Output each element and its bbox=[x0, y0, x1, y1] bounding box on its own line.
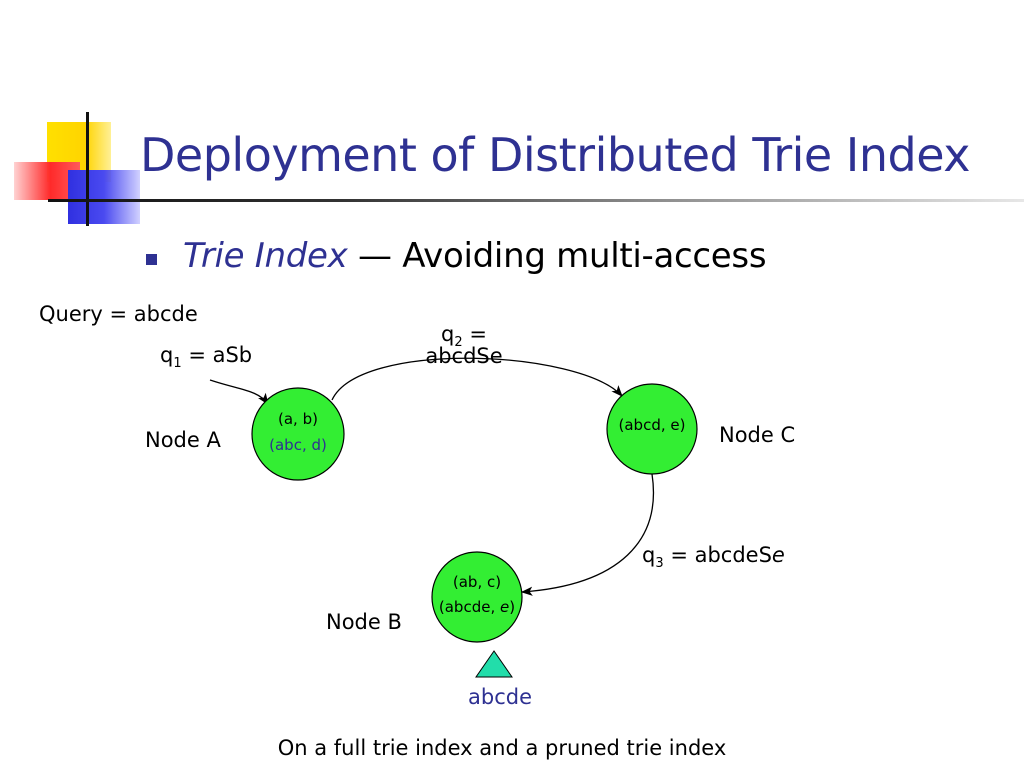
q2-sub: 2 bbox=[454, 335, 463, 351]
node-a-line2: (abc, d) bbox=[269, 436, 327, 454]
q1-rest: = aSb bbox=[188, 343, 253, 367]
q2-line2: abcdSe bbox=[425, 344, 503, 369]
q3-sub: 3 bbox=[655, 556, 664, 572]
q1-arrow bbox=[209, 379, 269, 405]
q1-base: q bbox=[160, 343, 174, 367]
node-b-line2-suffix: ) bbox=[509, 598, 516, 616]
q3-arrow bbox=[520, 473, 654, 596]
q2-line1: q2 = bbox=[412, 322, 516, 350]
q3-rest: = abcdeS bbox=[670, 543, 772, 567]
q3-label: q3 = abcdeSe bbox=[642, 543, 785, 571]
query-label: Query = abcde bbox=[39, 302, 198, 326]
q3-tail: e bbox=[771, 543, 785, 567]
node-c-line1: (abcd, e) bbox=[618, 416, 686, 434]
node-b-label: Node B bbox=[326, 610, 402, 634]
q2-base: q bbox=[441, 322, 455, 346]
q2-arrow bbox=[331, 357, 623, 401]
slide-title: Deployment of Distributed Trie Index bbox=[140, 128, 970, 182]
node-a-circle bbox=[251, 387, 345, 481]
node-b-line1: (ab, c) bbox=[452, 573, 502, 591]
target-triangle-icon bbox=[475, 650, 513, 678]
bullet-italic: Trie Index bbox=[183, 236, 348, 276]
bullet-square-icon bbox=[146, 254, 157, 265]
node-c-circle bbox=[606, 383, 698, 475]
node-b-line2-italic: e bbox=[500, 598, 510, 616]
node-b-line2-prefix: (abcde, bbox=[438, 598, 500, 616]
q2-label: q2 = abcdSe bbox=[412, 322, 516, 368]
bullet-rest: Avoiding multi-access bbox=[402, 236, 767, 276]
target-label: abcde bbox=[468, 685, 532, 709]
q2-eq: = bbox=[469, 322, 487, 346]
logo-vertical-line bbox=[86, 112, 89, 226]
logo-blue-square bbox=[68, 170, 140, 224]
node-a-line1: (a, b) bbox=[278, 410, 318, 428]
node-b-circle bbox=[431, 551, 523, 643]
node-c-label: Node C bbox=[719, 423, 796, 447]
q1-label: q1 = aSb bbox=[160, 343, 252, 371]
q3-base: q bbox=[642, 543, 656, 567]
bullet-dash: — bbox=[358, 236, 392, 276]
slide-caption: On a full trie index and a pruned trie i… bbox=[277, 736, 727, 760]
bullet-line: Trie Index — Avoiding multi-access bbox=[183, 236, 767, 276]
q1-sub: 1 bbox=[173, 356, 182, 372]
node-a-label: Node A bbox=[145, 428, 221, 452]
title-underline bbox=[48, 199, 1024, 202]
node-b-line2: (abcde, e) bbox=[428, 598, 526, 616]
